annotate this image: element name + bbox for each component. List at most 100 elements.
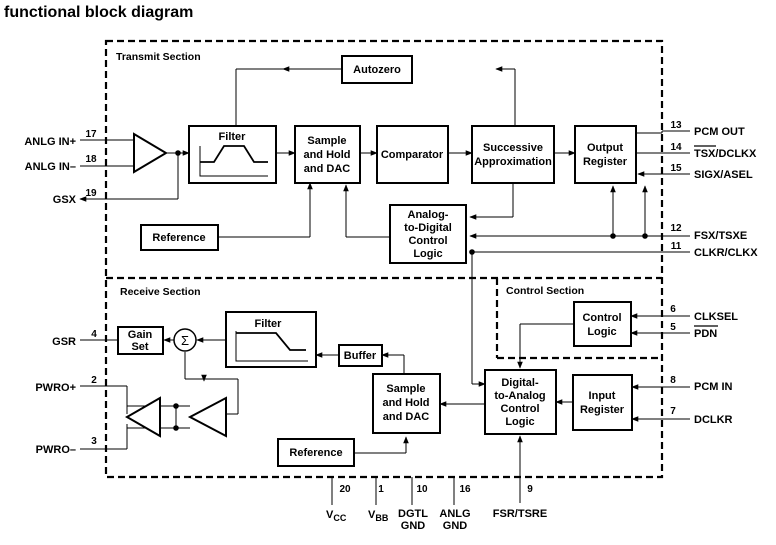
summing-junction: Σ	[173, 328, 197, 352]
pin-10-num: 10	[416, 484, 428, 495]
pin-clkr-clkx: CLKR/CLKX	[694, 247, 758, 259]
dac-control-logic-block: Digital- to-Analog Control Logic	[484, 369, 557, 435]
pin-12-num: 12	[670, 223, 682, 234]
svg-text:Control: Control	[500, 403, 539, 415]
comparator-block: Comparator	[376, 125, 449, 184]
pin-pcm-in: PCM IN	[694, 381, 733, 393]
tx-sh-line-2: and Hold	[303, 149, 350, 161]
receive-reference-block: Reference	[277, 438, 355, 467]
receive-filter-block: Filter	[225, 311, 317, 368]
svg-text:Reference: Reference	[289, 447, 342, 459]
control-logic-block: Control Logic	[573, 301, 632, 347]
control-section-label: Control Section	[506, 285, 584, 297]
svg-text:to-Digital: to-Digital	[404, 222, 452, 234]
pin-pwro-minus: PWRO–	[36, 444, 76, 456]
pin-18-num: 18	[85, 154, 97, 165]
transmit-sample-hold-block: Sample and Hold and DAC	[294, 125, 361, 184]
successive-approximation-block: Successive Approximation	[471, 125, 555, 184]
receive-filter-label: Filter	[255, 318, 283, 330]
pin-clksel: CLKSEL	[694, 311, 738, 323]
pin-7-num: 7	[670, 406, 676, 417]
svg-text:Autozero: Autozero	[353, 64, 401, 76]
svg-text:Approximation: Approximation	[474, 156, 552, 168]
tx-sh-line-3: and DAC	[304, 163, 351, 175]
pin-dclkr: DCLKR	[694, 414, 733, 426]
pin-gsx: GSX	[53, 194, 77, 206]
pin-anlg-in-minus: ANLG IN–	[25, 161, 76, 173]
svg-text:Comparator: Comparator	[381, 149, 444, 161]
chip-boundary	[104, 39, 664, 479]
input-register-block: Input Register	[572, 374, 633, 431]
svg-text:Input: Input	[589, 390, 616, 402]
pin-13-num: 13	[670, 120, 682, 131]
pin-20-num: 20	[339, 484, 351, 495]
svg-text:Digital-: Digital-	[501, 377, 539, 389]
pin-pcm-out: PCM OUT	[694, 126, 745, 138]
svg-text:and Hold: and Hold	[382, 397, 429, 409]
pin-17-num: 17	[85, 129, 97, 140]
buffer-block: Buffer	[338, 344, 383, 367]
pin-19-num: 19	[85, 188, 97, 199]
pin-14-num: 14	[670, 142, 682, 153]
bandpass-axes-icon	[199, 146, 268, 177]
transmit-filter-label: Filter	[219, 131, 247, 143]
transmit-reference-block: Reference	[140, 224, 219, 251]
transmit-filter-block: Filter	[188, 125, 277, 184]
bandpass-curve-icon	[200, 145, 268, 163]
right-pins: 13 PCM OUT 14 TSX/DCLKX 15 SIGX/ASEL 12 …	[670, 120, 758, 426]
pin-dgtl-label-2: GND	[401, 520, 426, 532]
svg-text:Output: Output	[587, 142, 623, 154]
pin-anlg-in-plus: ANLG IN+	[24, 136, 76, 148]
input-amplifier	[133, 132, 168, 174]
pin-3-num: 3	[91, 436, 97, 447]
pin-vbb: VBB	[368, 509, 389, 523]
wires	[79, 66, 690, 505]
pin-16-num: 16	[459, 484, 471, 495]
pin-pwro-plus: PWRO+	[35, 382, 76, 394]
gsx-node	[175, 150, 181, 156]
autozero-block: Autozero	[341, 55, 413, 84]
pin-vcc: VCC	[326, 509, 347, 523]
adc-control-logic-block: Analog- to-Digital Control Logic	[389, 204, 467, 264]
svg-text:Register: Register	[580, 404, 625, 416]
output-amplifiers	[124, 396, 227, 438]
pin-9-num: 9	[527, 484, 533, 495]
lowpass-axes-icon	[235, 331, 308, 362]
pin-fsr-tsre: FSR/TSRE	[493, 508, 547, 520]
svg-text:to-Analog: to-Analog	[494, 390, 545, 402]
svg-text:Logic: Logic	[413, 248, 442, 260]
pwro-minus-amp-icon	[124, 396, 161, 438]
pin-pdn: PDN	[694, 328, 717, 340]
pin-anlg-label-2: GND	[443, 520, 468, 532]
svg-text:Gain: Gain	[128, 329, 153, 341]
svg-text:Successive: Successive	[483, 142, 543, 154]
lowpass-curve-icon	[236, 332, 306, 351]
svg-text:and DAC: and DAC	[383, 411, 430, 423]
pin-4-num: 4	[91, 329, 97, 340]
svg-text:Logic: Logic	[587, 326, 616, 338]
pin-11-num: 11	[671, 241, 682, 252]
pin-anlg-label-1: ANLG	[439, 508, 470, 520]
pin-sigx-asel: SIGX/ASEL	[694, 169, 753, 181]
pin-6-num: 6	[670, 304, 676, 315]
svg-text:Reference: Reference	[152, 232, 205, 244]
pin-gsr: GSR	[52, 336, 76, 348]
svg-text:Control: Control	[408, 235, 447, 247]
left-pins: ANLG IN+ 17 ANLG IN– 18 GSX 19 GSR 4 PWR…	[24, 129, 97, 456]
bottom-pins: 20 VCC 1 VBB 10 DGTL GND 16 ANLG GND 9 F…	[326, 484, 547, 532]
pin-15-num: 15	[670, 163, 682, 174]
pin-dgtl-label-1: DGTL	[398, 508, 428, 520]
svg-text:Logic: Logic	[505, 416, 534, 428]
receive-sample-hold-block: Sample and Hold and DAC	[372, 373, 441, 434]
svg-text:Control: Control	[582, 312, 621, 324]
pin-2-num: 2	[91, 375, 97, 386]
sigma-icon: Σ	[181, 333, 189, 348]
gain-set-block: Gain Set	[117, 326, 164, 355]
svg-text:Analog-: Analog-	[408, 209, 449, 221]
svg-text:Register: Register	[583, 156, 628, 168]
receive-section-label: Receive Section	[120, 286, 201, 298]
pwro-plus-amp-icon	[187, 396, 227, 438]
svg-text:Sample: Sample	[386, 383, 425, 395]
pin-8-num: 8	[670, 375, 676, 386]
diagram-title: functional block diagram	[4, 4, 194, 21]
